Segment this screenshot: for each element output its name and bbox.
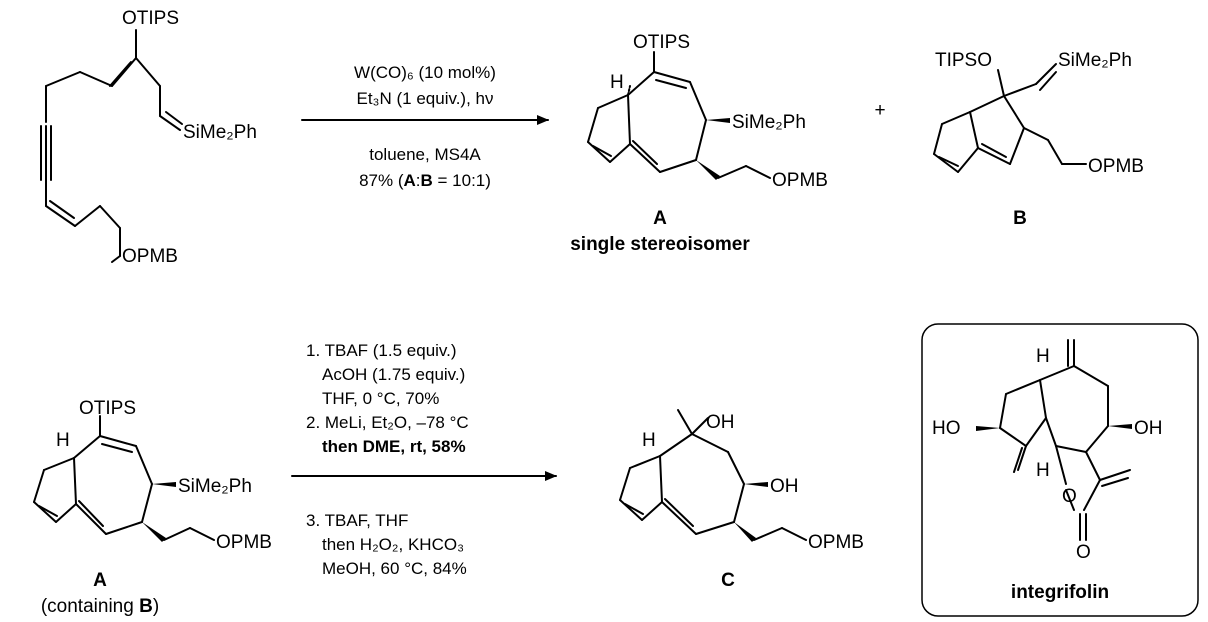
a2-otips: OTIPS <box>79 398 136 419</box>
step-1: 1. TBAF (1.5 equiv.) <box>306 341 457 360</box>
c-oh2: OH <box>770 476 799 497</box>
cond1-line3: toluene, MS4A <box>369 145 481 164</box>
c-opmb: OPMB <box>808 532 864 553</box>
integrifolin-box <box>921 323 1199 617</box>
sm1-opmb: OPMB <box>122 246 178 267</box>
a1-otips: OTIPS <box>633 32 690 53</box>
int-ho: HO <box>932 418 961 439</box>
b-label: B <box>1013 208 1027 229</box>
starting-material-a: H OTIPS SiMe₂Ph OPMB A (containing B) <box>33 398 272 617</box>
integrifolin-structure: HO OH H H O O integrifolin <box>932 339 1163 603</box>
b-tipso: TIPSO <box>935 50 992 71</box>
a1-sime2ph: SiMe₂Ph <box>732 112 806 133</box>
step-3c: MeOH, 60 °C, 84% <box>322 559 467 578</box>
step-1b: AcOH (1.75 equiv.) <box>322 365 465 384</box>
a1-h: H <box>610 72 624 93</box>
b-opmb: OPMB <box>1088 156 1144 177</box>
step-2: 2. MeLi, Et₂O, –78 °C <box>306 413 469 432</box>
a2-h: H <box>56 430 70 451</box>
a1-label: A <box>653 208 667 229</box>
product-c-structure: H OH OH OPMB C <box>619 409 864 591</box>
a1-sublabel: single stereoisomer <box>570 234 750 255</box>
c-label: C <box>721 570 735 591</box>
c-oh1: OH <box>706 412 735 433</box>
cond1-line2: Et₃N (1 equiv.), hν <box>357 89 494 108</box>
b-sime2ph: SiMe₂Ph <box>1058 50 1132 71</box>
int-oh: OH <box>1134 418 1163 439</box>
int-o-ring: O <box>1062 486 1077 507</box>
int-o-carbonyl: O <box>1076 542 1091 563</box>
product-b-structure: TIPSO SiMe₂Ph OPMB B <box>933 50 1144 229</box>
step-2b: then DME, rt, 58% <box>322 437 466 456</box>
a1-opmb: OPMB <box>772 170 828 191</box>
integrifolin-label: integrifolin <box>1011 582 1109 603</box>
starting-material-1: OTIPS SiMe₂Ph OPMB <box>40 8 257 267</box>
a2-label: A <box>93 570 107 591</box>
step-3: 3. TBAF, THF <box>306 511 408 530</box>
product-a-structure: H OTIPS SiMe₂Ph OPMB A single stereoisom… <box>570 32 828 255</box>
cond1-line1: W(CO)₆ (10 mol%) <box>354 63 496 82</box>
int-h2: H <box>1036 460 1050 481</box>
step-1c: THF, 0 °C, 70% <box>322 389 439 408</box>
a2-sime2ph: SiMe₂Ph <box>178 476 252 497</box>
a2-sublabel: (containing B) <box>41 596 159 617</box>
plus-sign: + <box>874 100 885 121</box>
int-h1: H <box>1036 346 1050 367</box>
a2-opmb: OPMB <box>216 532 272 553</box>
c-h: H <box>642 430 656 451</box>
step-3b: then H₂O₂, KHCO₃ <box>322 535 464 554</box>
sm1-sime2ph: SiMe₂Ph <box>183 122 257 143</box>
sm1-otips: OTIPS <box>122 8 179 29</box>
cond1-line4: 87% (A:B = 10:1) <box>359 171 491 190</box>
